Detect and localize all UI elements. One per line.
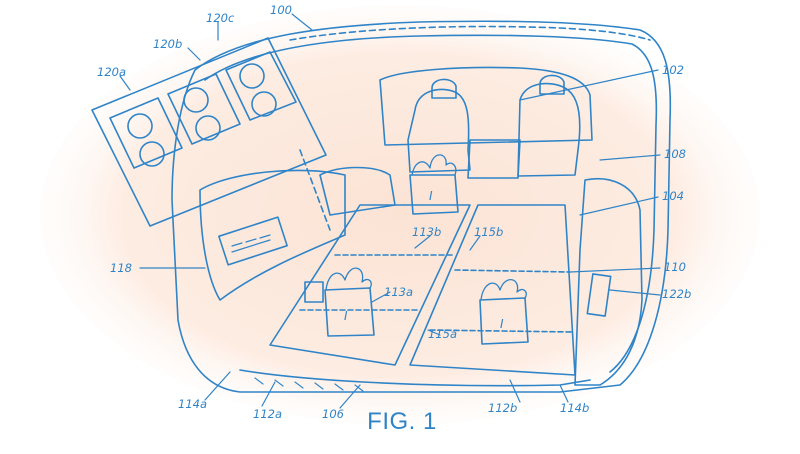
control-switch-panel (218, 216, 288, 266)
ref-label-104: 104 (662, 189, 684, 203)
bumper-sill (239, 369, 591, 387)
groceries-left-top (325, 267, 372, 291)
grocery-bag-right (479, 297, 529, 345)
inset-panel-outline (91, 37, 327, 227)
inset-switch-group-120b (167, 73, 241, 145)
inset-switch-group-120c (225, 51, 297, 121)
grocery-bag-left (324, 287, 375, 337)
small-box-left (304, 281, 324, 303)
center-console (467, 139, 521, 179)
background-tint (40, 5, 760, 425)
bag-mark-rear: I (429, 189, 433, 203)
ref-label-120c: 120c (206, 11, 235, 25)
right-trim-panel (574, 178, 643, 386)
ref-label-100: 100 (270, 3, 292, 17)
ref-label-106: 106 (322, 407, 344, 421)
left-rear-seat (407, 88, 471, 173)
inset-leader-line (299, 149, 331, 231)
ref-label-114a: 114a (178, 397, 207, 411)
inner-trim-line (204, 34, 658, 373)
ref-label-120b: 120b (153, 37, 182, 51)
floor-seam-115b (429, 269, 574, 333)
wheel-arch-left (319, 166, 396, 216)
groceries-right-top (480, 279, 527, 301)
ref-label-118: 118 (110, 261, 132, 275)
ref-label-102: 102 (662, 63, 684, 77)
headrest-right (539, 74, 565, 95)
hatch-opening-outline (171, 20, 672, 393)
ref-label-108: 108 (664, 147, 686, 161)
ref-label-113b: 113b (412, 225, 441, 239)
cargo-floor-left (269, 204, 471, 366)
right-side-module (586, 273, 612, 317)
ref-label-115a: 115a (428, 327, 457, 341)
cargo-floor-right (409, 204, 576, 376)
ref-label-113a: 113a (384, 285, 413, 299)
headrest-left (431, 78, 457, 99)
inset-switch-group-120a (109, 97, 183, 169)
right-rear-seat (517, 82, 581, 177)
floor-seam-113b (299, 254, 456, 311)
ref-label-115b: 115b (474, 225, 503, 239)
roof-rail (289, 25, 651, 41)
leader-lines (119, 13, 661, 409)
ref-label-110: 110 (664, 260, 686, 274)
grocery-bag-rear (409, 174, 459, 215)
bag-mark-left: I (344, 309, 348, 323)
ref-label-112a: 112a (253, 407, 282, 421)
rear-windshield (379, 66, 593, 146)
groceries-rear-top (411, 154, 457, 176)
ref-label-120a: 120a (97, 65, 126, 79)
ref-label-112b: 112b (488, 401, 517, 415)
ref-label-122b: 122b (662, 287, 691, 301)
bag-mark-right: I (500, 317, 504, 331)
figure-caption: FIG. 1 (367, 408, 437, 435)
switch-buttons (231, 234, 271, 253)
ref-label-114b: 114b (560, 401, 589, 415)
left-trim-panel (199, 169, 346, 301)
bumper-ridges (254, 377, 364, 392)
